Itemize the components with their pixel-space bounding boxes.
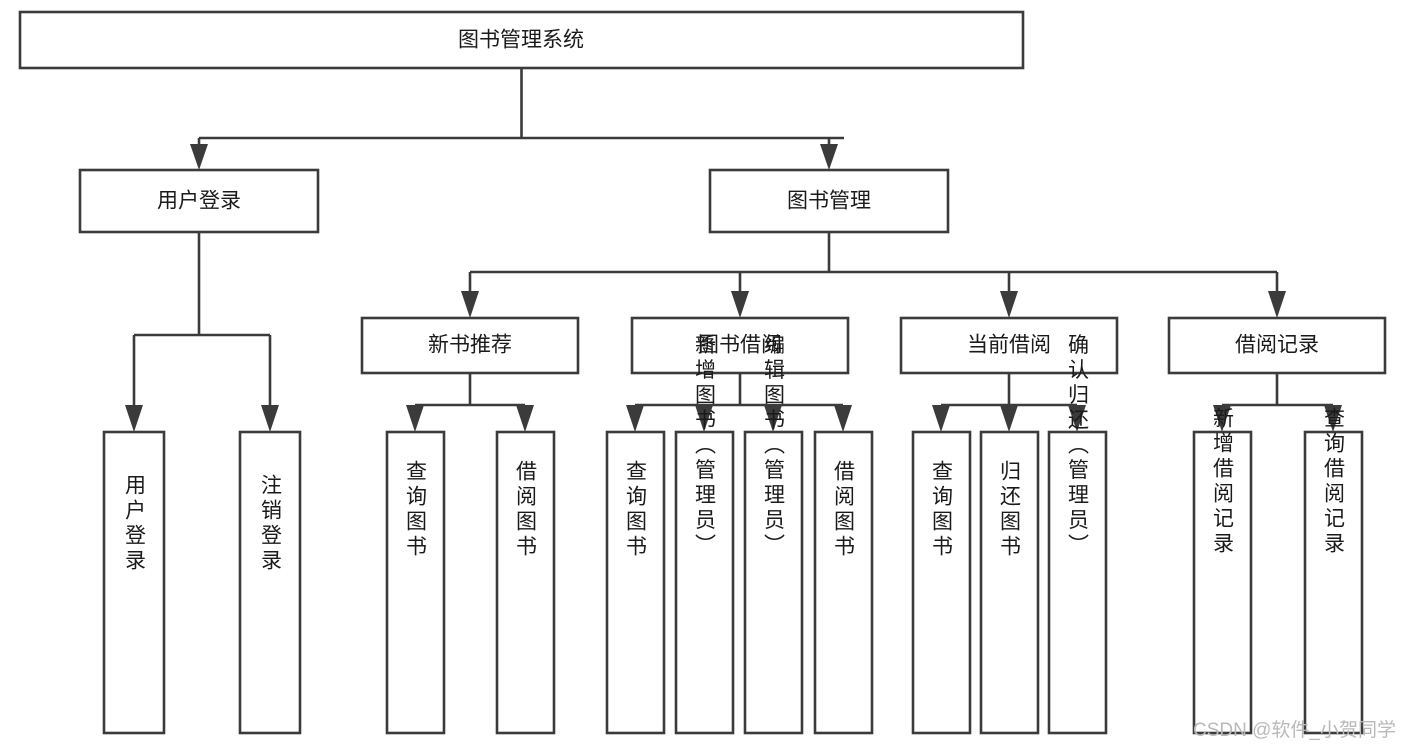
node-user-login-label: 用户登录 (157, 190, 241, 213)
leaf-current-return-label: 归还图书 (998, 460, 1022, 560)
node-user-login[interactable]: 用户登录 (78, 168, 320, 234)
arrow-current-l2 (1000, 405, 1018, 432)
leaf-node[interactable]: 编辑图书（管理员） (743, 334, 804, 735)
leaf-node[interactable]: 查询借阅记录 (1303, 407, 1364, 735)
leaf-logout-box[interactable] (238, 430, 302, 735)
arrow-borrow-l3 (764, 405, 782, 432)
leaf-node[interactable]: 新增图书（管理员） (674, 334, 735, 735)
leaf-current-confirm-label: 确认归还（管理员） (1066, 334, 1090, 559)
leaf-node[interactable]: 查询图书 (385, 430, 446, 735)
arrow-book-c2 (731, 291, 749, 318)
node-current-borrow-label: 当前借阅 (967, 334, 1051, 357)
node-book-borrow-label: 图书借阅 (698, 334, 782, 357)
leaf-node[interactable]: 查询图书 (911, 430, 972, 735)
arrow-book-c1 (461, 291, 479, 318)
node-borrow-record[interactable]: 借阅记录 (1167, 316, 1387, 375)
connector-group-current (932, 373, 1086, 432)
connector-group-user-login (125, 232, 279, 432)
node-new-book-recommend[interactable]: 新书推荐 (360, 316, 580, 375)
arrow-root-to-book (820, 144, 838, 170)
connector-group-book-mgmt (461, 232, 1286, 318)
leaf-borrow-add-label: 新增图书（管理员） (693, 334, 717, 559)
leaf-newbook-borrow-label: 借阅图书 (514, 460, 538, 560)
leaf-newbook-query-label: 查询图书 (404, 460, 428, 560)
node-current-borrow[interactable]: 当前借阅 (899, 316, 1119, 375)
node-book-management[interactable]: 图书管理 (708, 168, 950, 234)
connector-group-record (1213, 373, 1342, 432)
leaf-borrow-query-box[interactable] (605, 430, 666, 735)
leaf-current-query-label: 查询图书 (930, 460, 954, 560)
arrow-record-l1 (1213, 405, 1231, 432)
arrow-borrow-l4 (834, 405, 852, 432)
leaf-current-confirm-box[interactable] (1047, 430, 1108, 735)
arrow-root-to-user (190, 144, 208, 170)
leaf-node[interactable]: 新增借阅记录 (1192, 407, 1253, 735)
arrow-current-l3 (1068, 405, 1086, 432)
leaf-newbook-borrow-box[interactable] (495, 430, 556, 735)
arrow-borrow-l2 (695, 405, 713, 432)
arrow-book-c4 (1268, 291, 1286, 318)
node-new-book-recommend-label: 新书推荐 (428, 334, 512, 357)
node-user-login-box[interactable] (78, 168, 320, 234)
leaf-user-login-label: 用户登录 (123, 474, 147, 574)
arrow-borrow-l1 (626, 405, 644, 432)
arrow-newbook-l1 (406, 405, 424, 432)
leaf-node[interactable]: 借阅图书 (813, 430, 874, 735)
leaf-borrow-book-box[interactable] (813, 430, 874, 735)
arrow-record-l2 (1324, 405, 1342, 432)
arrow-user-leaf2 (261, 405, 279, 432)
arrow-newbook-l2 (516, 405, 534, 432)
node-borrow-record-box[interactable] (1167, 316, 1387, 375)
node-borrow-record-label: 借阅记录 (1235, 334, 1319, 357)
node-root-box[interactable] (18, 10, 1025, 70)
node-current-borrow-box[interactable] (899, 316, 1119, 375)
leaf-node[interactable]: 归还图书 (979, 430, 1040, 735)
leaf-record-add-label: 新增借阅记录 (1211, 407, 1235, 557)
leaf-user-login-box[interactable] (102, 430, 166, 735)
node-root-label: 图书管理系统 (458, 29, 584, 52)
node-book-borrow-box[interactable] (630, 316, 850, 375)
connector-group-new-book (406, 373, 534, 432)
leaf-borrow-add-box[interactable] (674, 430, 735, 735)
leaf-record-query-box[interactable] (1303, 430, 1364, 735)
node-book-management-label: 图书管理 (787, 190, 871, 213)
arrow-book-c3 (1000, 291, 1018, 318)
leaf-current-return-box[interactable] (979, 430, 1040, 735)
leaf-borrow-edit-box[interactable] (743, 430, 804, 735)
leaf-borrow-edit-label: 编辑图书（管理员） (762, 334, 786, 559)
leaf-node[interactable]: 用户登录 (102, 430, 166, 735)
node-new-book-recommend-box[interactable] (360, 316, 580, 375)
leaf-record-add-box[interactable] (1192, 430, 1253, 735)
leaf-node[interactable]: 查询图书 (605, 430, 666, 735)
leaf-current-query-box[interactable] (911, 430, 972, 735)
node-book-borrow[interactable]: 图书借阅 (630, 316, 850, 375)
leaf-node[interactable]: 确认归还（管理员） (1047, 334, 1108, 735)
leaf-borrow-query-label: 查询图书 (624, 460, 648, 560)
watermark-label: CSDN @软件_小贺同学 (1193, 719, 1396, 741)
leaf-node[interactable]: 借阅图书 (495, 430, 556, 735)
leaf-borrow-book-label: 借阅图书 (832, 460, 856, 560)
node-root[interactable]: 图书管理系统 (18, 10, 1025, 70)
node-book-management-box[interactable] (708, 168, 950, 234)
connector-group-borrow (626, 373, 852, 432)
leaf-node[interactable]: 注销登录 (238, 430, 302, 735)
arrow-user-leaf1 (125, 405, 143, 432)
arrow-current-l1 (932, 405, 950, 432)
leaf-newbook-query-box[interactable] (385, 430, 446, 735)
connector-group-root (190, 68, 844, 170)
leaf-record-query-label: 查询借阅记录 (1322, 407, 1346, 557)
leaf-logout-label: 注销登录 (259, 474, 283, 574)
